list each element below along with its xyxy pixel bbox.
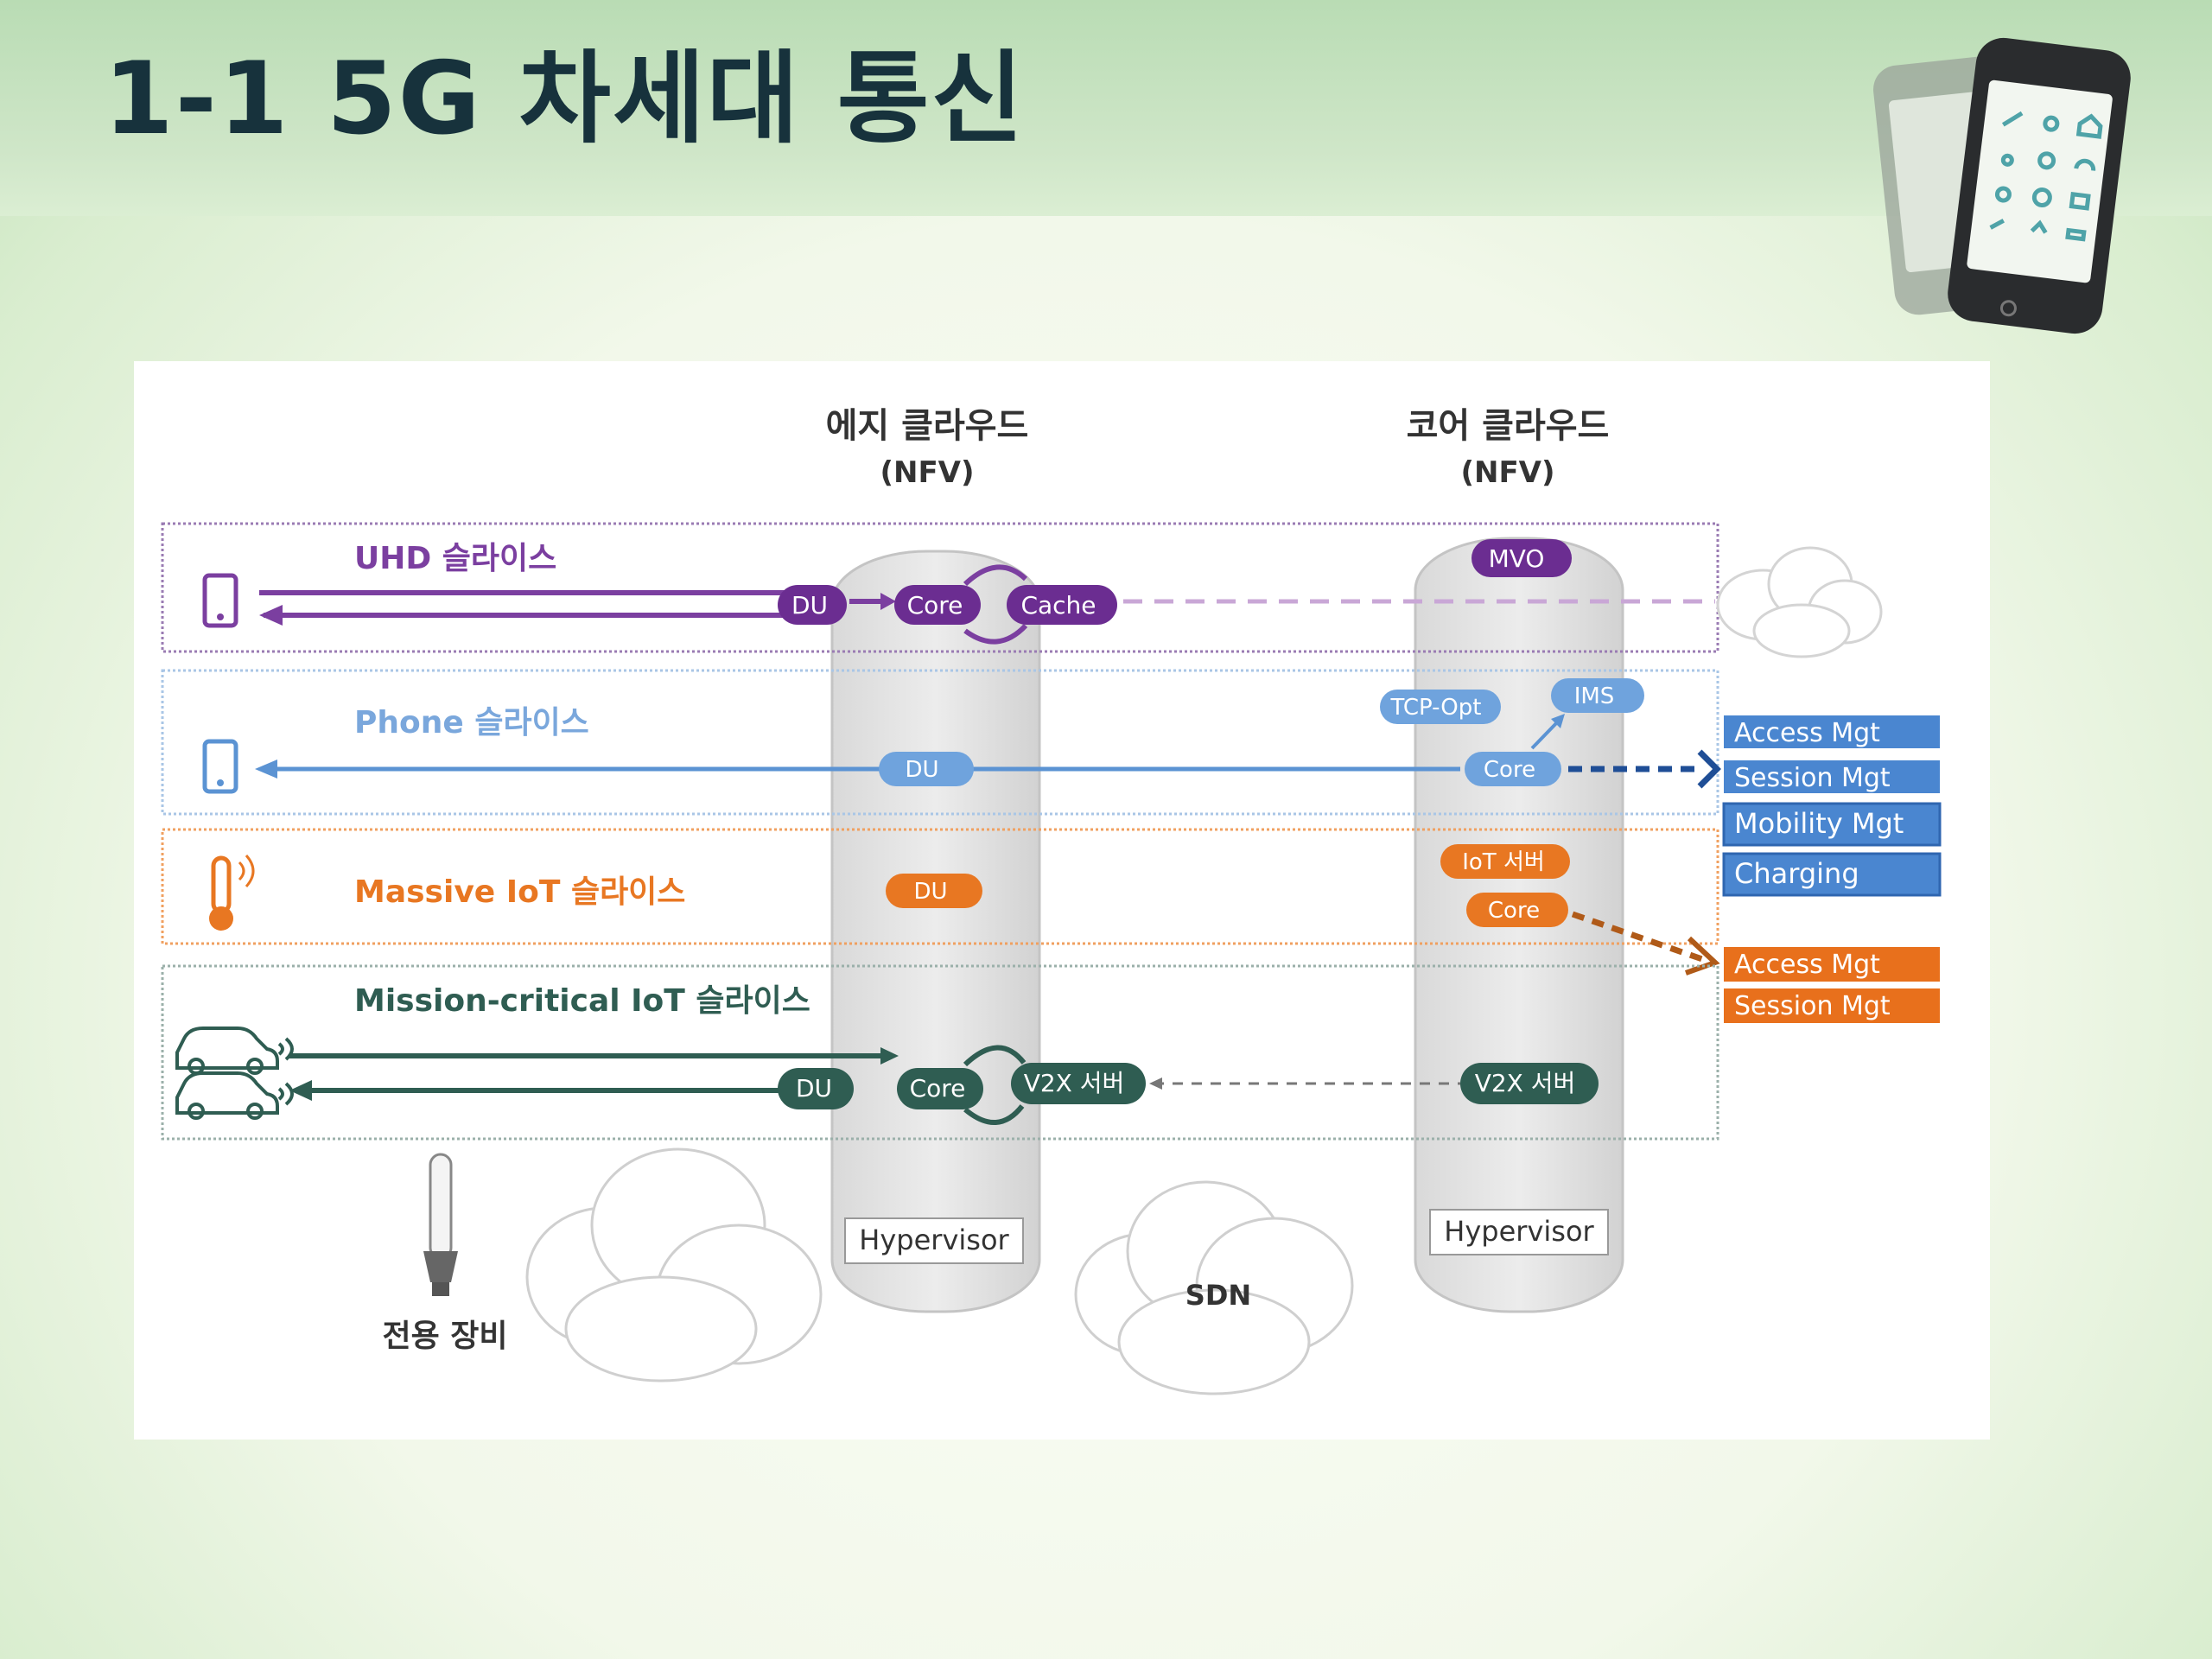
phone-device-icon [202,573,238,628]
mvo-node [1471,539,1572,577]
arrow-left-icon [289,1080,312,1101]
phone-function-boxes: Access Mgt Session Mgt Mobility Mgt Char… [1722,715,1942,897]
function-box: Access Mgt [1734,950,1880,980]
phone-core-node [1465,752,1561,786]
svg-text:MVO: MVO [1489,544,1545,573]
core-hypervisor-box [1429,1209,1609,1255]
uhd-cache-node [1007,585,1117,625]
chevron-right-icon [1685,936,1720,976]
massive-iot-slice: Massive IoT 슬라이스 DU IoT 서버 Core [161,828,1720,976]
core-hypervisor-label: Hypervisor [1444,1215,1594,1248]
svg-text:DU: DU [905,757,938,783]
phone-du-node [879,752,974,786]
dedicated-equipment-label: 전용 장비 [382,1319,507,1354]
svg-text:Cache: Cache [1020,591,1096,620]
arrow-right-icon [880,593,896,610]
edge-hypervisor-box [844,1217,1024,1264]
chevron-right-icon [1697,749,1721,789]
function-box: Session Mgt [1734,991,1891,1021]
svg-text:Core: Core [907,591,963,620]
svg-text:IoT 서버: IoT 서버 [1462,849,1545,875]
sdn-cloud-icon [1074,1180,1354,1395]
mission-critical-slice-label: Mission-critical IoT 슬라이스 [354,983,810,1019]
phone-device-icon [202,739,238,794]
function-box: Mobility Mgt [1734,807,1904,840]
edge-cloud-subtitle: (NFV) [880,455,974,490]
svg-text:V2X 서버: V2X 서버 [1475,1069,1576,1097]
svg-text:TCP-Opt: TCP-Opt [1390,695,1482,721]
phone-slice-label: Phone 슬라이스 [354,705,589,741]
v2x-core-server-node [1460,1063,1599,1104]
tcp-opt-node [1380,690,1501,724]
car-icon [175,1071,294,1120]
mission-critical-slice: Mission-critical IoT 슬라이스 DU Core V2X 서버… [161,964,1719,1141]
internet-cloud-icon [1716,546,1883,658]
sdn-label: SDN [1185,1279,1251,1312]
svg-text:Core: Core [1484,757,1535,783]
title-bar [0,0,2212,216]
smartphones-icon [1873,37,2131,334]
edge-cloud-cylinder: Hypervisor [830,550,1041,1313]
diagram-slide: Hypervisor Hypervisor 에지 클라우드 (NFV) 코어 클… [134,361,1990,1440]
v2x-edge-server-node [1011,1063,1146,1104]
core-cloud-title: 코어 클라우드 [1407,406,1610,446]
iot-server-node [1440,844,1570,879]
svg-text:DU: DU [913,879,947,905]
function-box: Session Mgt [1734,763,1891,793]
antenna-icon [423,1153,458,1296]
cloud-icon [525,1147,823,1382]
thermometer-icon [209,855,255,931]
function-box: Charging [1734,857,1859,890]
ims-node [1551,678,1644,713]
iot-dashed-link [1571,911,1704,963]
network-slicing-diagram: Hypervisor Hypervisor 에지 클라우드 (NFV) 코어 클… [161,406,1942,1395]
iot-du-node [886,874,982,908]
arrow-left-icon [259,605,283,626]
uhd-slice-label: UHD 슬라이스 [354,541,556,576]
car-icon [175,1027,294,1075]
svg-text:IMS: IMS [1574,683,1615,709]
iot-core-node [1466,893,1568,927]
phone-slice: Phone 슬라이스 DU TCP-Opt IMS Core [161,669,1721,816]
uhd-du-node [778,585,847,625]
slide-title: 1-1 5G 차세대 통신 [104,41,1026,157]
svg-text:Core: Core [1488,898,1540,924]
v2x-du-node [778,1068,854,1109]
function-box: Access Mgt [1734,718,1880,748]
v2x-core-node [897,1068,983,1109]
svg-text:Core: Core [910,1074,966,1103]
uhd-slice: UHD 슬라이스 DU Core Cache MVO [161,522,1883,658]
arrow-right-icon [880,1047,899,1065]
core-cloud-subtitle: (NFV) [1460,455,1554,490]
massive-iot-slice-label: Massive IoT 슬라이스 [354,874,685,910]
iot-function-boxes: Access Mgt Session Mgt [1724,947,1940,1023]
edge-cloud-title: 에지 클라우드 [826,406,1029,446]
uhd-core-node [894,585,981,625]
svg-text:V2X 서버: V2X 서버 [1024,1069,1125,1097]
svg-text:DU: DU [791,591,828,620]
arrow-left-icon [255,760,277,779]
edge-hypervisor-label: Hypervisor [859,1224,1009,1256]
svg-text:DU: DU [796,1074,832,1103]
